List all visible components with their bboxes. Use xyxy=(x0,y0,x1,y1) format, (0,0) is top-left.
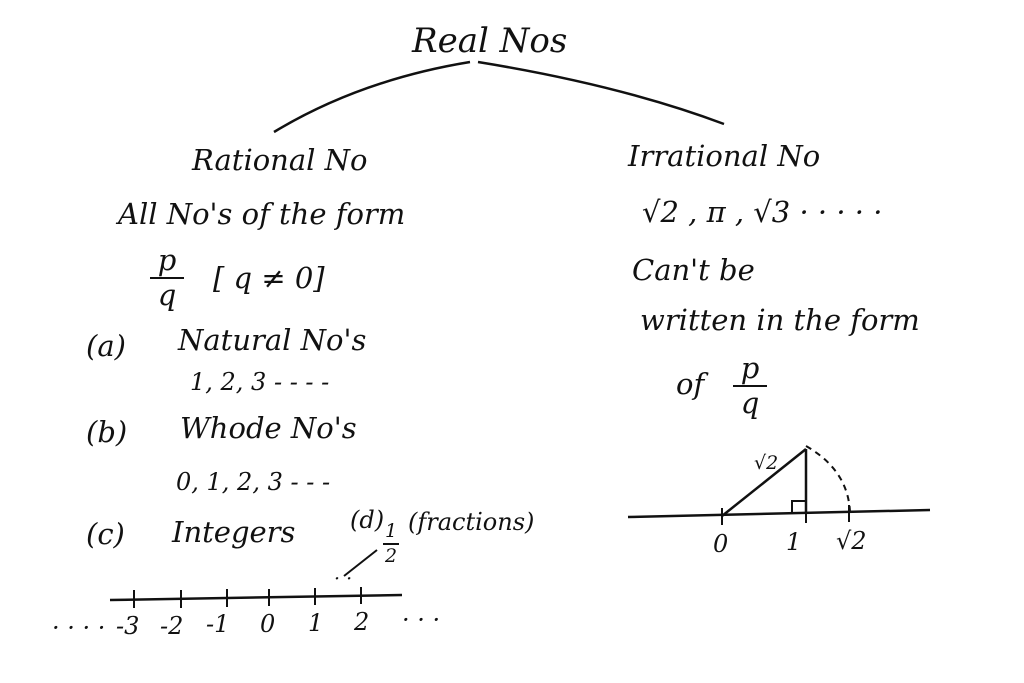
compass-arc xyxy=(805,445,851,513)
irrational-fraction: p q xyxy=(733,354,767,418)
integer-number-line xyxy=(109,593,403,602)
tick-label: -2 xyxy=(160,612,184,640)
fractions-label: (fractions) xyxy=(408,508,535,536)
half-marker-dots: · · xyxy=(334,568,353,590)
tick-label: 2 xyxy=(354,608,370,636)
tick-label: -1 xyxy=(206,610,230,638)
hypotenuse-line xyxy=(721,448,807,517)
irrational-statement-line1: Can't be xyxy=(632,253,755,287)
item-b-marker: (b) xyxy=(86,415,128,449)
construction-axis xyxy=(627,508,931,519)
number-line-trailing-dots: · · · xyxy=(402,606,441,634)
fraction-numerator: p xyxy=(740,351,760,385)
construction-tick-label: √2 xyxy=(836,527,867,555)
construction-tick-label: 1 xyxy=(786,528,802,556)
rational-condition: [ q ≠ 0] xyxy=(213,261,325,295)
irrational-examples: √2 , π , √3 · · · · · xyxy=(642,195,883,229)
tick-label: -3 xyxy=(116,612,140,640)
item-c-marker: (c) xyxy=(86,517,125,551)
one-half-fraction: 1 2 xyxy=(383,522,399,566)
irrational-heading: Irrational No xyxy=(628,139,821,173)
fraction-denominator: q xyxy=(740,386,760,420)
rational-fraction: p q xyxy=(150,246,184,310)
item-c-label: Integers xyxy=(172,515,296,549)
item-b-label: Whode No's xyxy=(180,411,357,445)
right-angle-mark xyxy=(791,500,806,514)
fraction-bar xyxy=(383,543,399,545)
item-a-marker: (a) xyxy=(86,329,126,363)
root-label: Real Nos xyxy=(412,21,568,61)
fraction-denominator: q xyxy=(157,278,177,312)
construction-tick-label: 0 xyxy=(713,530,729,558)
item-a-label: Natural No's xyxy=(178,323,367,357)
fraction-denominator: 2 xyxy=(384,545,398,567)
item-b-examples: 0, 1, 2, 3 - - - xyxy=(176,468,331,496)
left-branch-line xyxy=(273,60,471,134)
rational-definition: All No's of the form xyxy=(118,197,406,231)
right-branch-line xyxy=(477,60,725,126)
number-line-leading-dots: · · · · xyxy=(52,614,106,642)
tick-label: 0 xyxy=(260,610,276,638)
fraction-bar xyxy=(733,385,767,387)
irrational-statement-line2: written in the form xyxy=(640,303,920,337)
fraction-numerator: p xyxy=(157,243,177,277)
fraction-numerator: 1 xyxy=(384,520,398,542)
item-a-examples: 1, 2, 3 - - - - xyxy=(190,368,330,396)
hypotenuse-label: √2 xyxy=(754,452,779,474)
fraction-pointer-line xyxy=(343,549,378,577)
rational-heading: Rational No xyxy=(192,143,368,177)
irrational-statement-of: of xyxy=(676,367,705,401)
tick-label: 1 xyxy=(308,609,324,637)
fraction-bar xyxy=(150,277,184,279)
item-d-marker: (d) xyxy=(350,506,385,534)
